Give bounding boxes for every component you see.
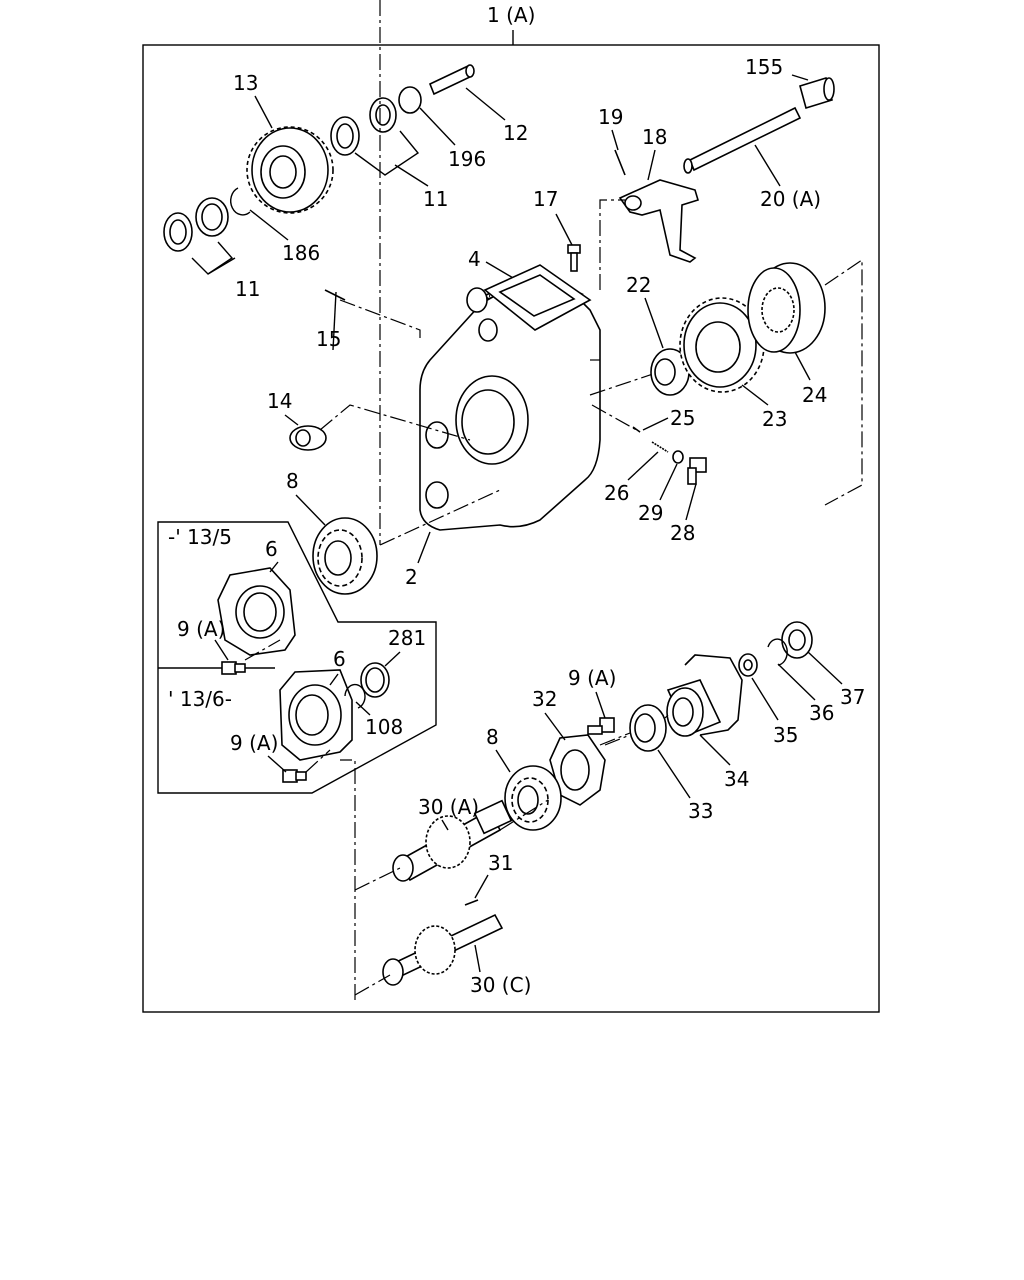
callout-186: 186	[282, 241, 320, 265]
bearing-11-left	[163, 197, 229, 252]
snap-ring-186	[230, 187, 251, 216]
callout-19: 19	[598, 105, 623, 129]
callout-30a: 30 (A)	[418, 795, 479, 819]
housing-2	[419, 264, 601, 531]
callout-9a-early: 9 (A)	[177, 617, 225, 641]
seal-33	[629, 704, 667, 752]
callout-9a-lower: 9 (A)	[568, 666, 616, 690]
assembly-label: 1 (A)	[487, 3, 535, 27]
diagram-frame	[142, 44, 880, 1013]
flange-34	[666, 654, 743, 737]
callout-20a: 20 (A)	[760, 187, 821, 211]
callout-13: 13	[233, 71, 258, 95]
callout-29: 29	[638, 501, 663, 525]
callout-9a-late: 9 (A)	[230, 731, 278, 755]
key-31	[464, 899, 479, 906]
washer-22	[650, 348, 690, 396]
callout-14: 14	[267, 389, 292, 413]
callout-24: 24	[802, 383, 827, 407]
callout-37: 37	[840, 685, 865, 709]
flange-6-late	[279, 669, 353, 761]
bearing-11-upper	[330, 97, 397, 156]
shaft-30a	[392, 799, 513, 882]
callout-33: 33	[688, 799, 713, 823]
callout-23: 23	[762, 407, 787, 431]
bolt-9a-early	[221, 661, 246, 675]
callout-11-upper: 11	[423, 187, 448, 211]
callout-155: 155	[745, 55, 783, 79]
washer-196	[398, 86, 422, 114]
pin-25	[632, 426, 641, 433]
pin-19	[614, 149, 626, 176]
shaft-30c	[382, 913, 504, 986]
bolt-9a-lower	[587, 717, 615, 735]
callout-34: 34	[724, 767, 749, 791]
variant-early-label: -' 13/5	[168, 525, 232, 549]
washer-29	[672, 450, 684, 464]
callout-4: 4	[468, 247, 481, 271]
callout-31: 31	[488, 851, 513, 875]
bolt-17	[567, 244, 581, 272]
callout-12: 12	[503, 121, 528, 145]
callout-6-late: 6	[333, 647, 346, 671]
bearing-8-upper	[312, 517, 378, 595]
variant-inset	[157, 521, 437, 794]
callout-22: 22	[626, 273, 651, 297]
callout-281: 281	[388, 626, 426, 650]
callout-36: 36	[809, 701, 834, 725]
pin-12	[428, 64, 475, 96]
callout-15: 15	[316, 327, 341, 351]
callout-26: 26	[604, 481, 629, 505]
bolt-9a-late	[282, 769, 307, 783]
callout-35: 35	[773, 723, 798, 747]
bushing-155	[799, 76, 835, 110]
sleeve-24	[747, 262, 826, 354]
callout-18: 18	[642, 125, 667, 149]
shift-fork-18	[618, 179, 699, 263]
gear-13	[246, 126, 334, 214]
pin-15	[324, 289, 346, 301]
bolt-28	[687, 457, 707, 485]
callout-8-upper: 8	[286, 469, 299, 493]
callout-32: 32	[532, 687, 557, 711]
shaft-20a	[683, 106, 802, 174]
callout-2: 2	[405, 565, 418, 589]
snap-ring-108	[344, 683, 366, 709]
spring-26	[651, 441, 669, 453]
flange-6-early	[217, 567, 296, 656]
callout-196: 196	[448, 147, 486, 171]
gear-23	[679, 297, 765, 393]
callout-28: 28	[670, 521, 695, 545]
callout-11-lower: 11	[235, 277, 260, 301]
retainer-32	[549, 734, 606, 806]
snap-ring-36	[767, 638, 788, 666]
variant-late-label: ' 13/6-	[168, 687, 232, 711]
callout-25: 25	[670, 406, 695, 430]
callout-8-lower: 8	[486, 725, 499, 749]
callout-30c: 30 (C)	[470, 973, 531, 997]
callout-6-early: 6	[265, 537, 278, 561]
nut-37	[781, 621, 813, 659]
callout-17: 17	[533, 187, 558, 211]
washer-14	[289, 425, 327, 451]
bearing-8-lower	[504, 765, 562, 831]
callout-108: 108	[365, 715, 403, 739]
